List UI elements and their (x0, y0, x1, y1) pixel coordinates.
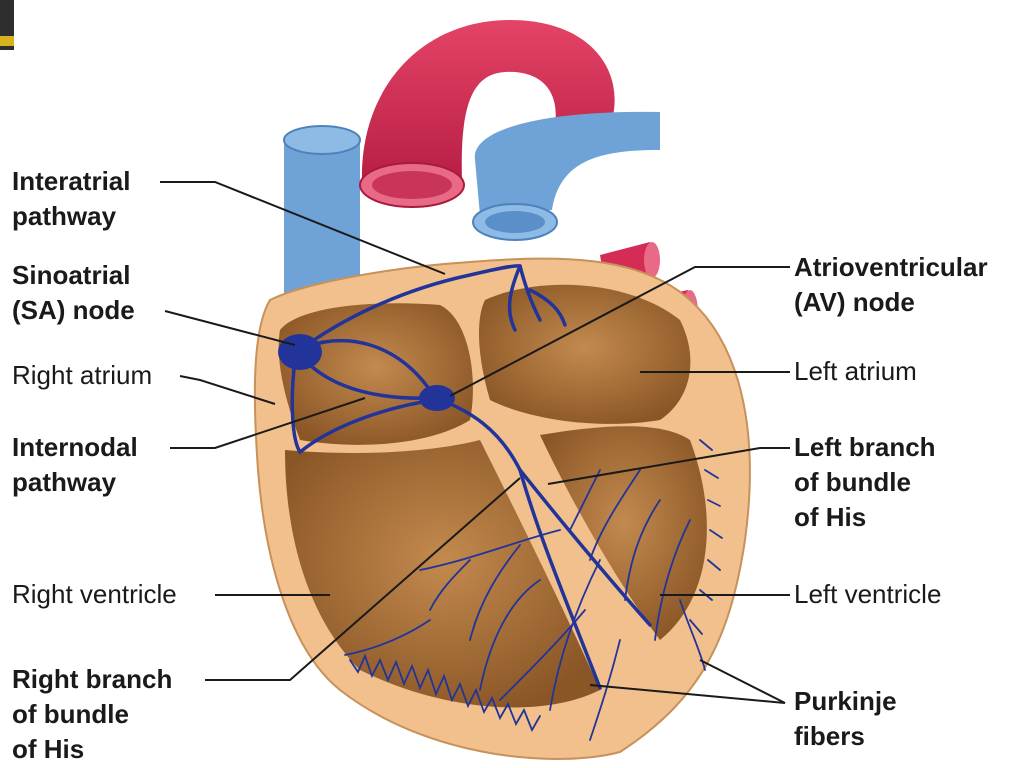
label-right-branch: Right branch of bundle of His (12, 664, 173, 764)
leader-sa-node (164, 310, 296, 346)
leader-av-node (449, 266, 790, 397)
left-atrial-fibers (507, 264, 567, 332)
label-purkinje-fibers: Purkinje fibers (794, 686, 897, 751)
sa-node-marker (278, 334, 322, 370)
leader-lines (160, 181, 790, 704)
left-bundle-branch-line (518, 468, 652, 627)
right-atrium-chamber (278, 303, 473, 445)
interventricular-septum (500, 440, 640, 700)
label-right-atrium: Right atrium (12, 360, 153, 390)
corner-accent (0, 36, 14, 46)
label-sa-node: Sinoatrial (SA) node (12, 260, 135, 325)
label-av-node: Atrioventricular (AV) node (794, 252, 988, 317)
leader-purkinje-1 (699, 659, 786, 704)
right-ventricle-chamber (285, 440, 600, 708)
internodal-pathway-line-3 (290, 358, 437, 455)
leader-purkinje-2 (589, 684, 786, 704)
label-left-branch: Left branch of bundle of His (794, 432, 936, 532)
purkinje-fibers-network (344, 439, 723, 741)
right-bundle-branch-line (518, 468, 602, 690)
label-internodal-pathway: Internodal pathway (12, 432, 138, 497)
left-atrium-chamber (478, 284, 691, 424)
label-right-ventricle: Right ventricle (12, 579, 177, 609)
leader-right-atrium (179, 375, 276, 405)
label-interatrial-pathway: Interatrial pathway (12, 166, 131, 231)
interatrial-pathway-line (298, 264, 522, 352)
label-left-ventricle: Left ventricle (794, 579, 942, 609)
leader-interatrial (160, 181, 446, 275)
pulmonary-trunk (472, 111, 660, 241)
leader-right-branch (205, 477, 521, 681)
leader-left-branch (547, 447, 790, 485)
av-node-marker (419, 385, 455, 411)
label-left-atrium: Left atrium (794, 356, 917, 386)
leader-internodal (170, 397, 366, 449)
aorta (359, 20, 615, 208)
